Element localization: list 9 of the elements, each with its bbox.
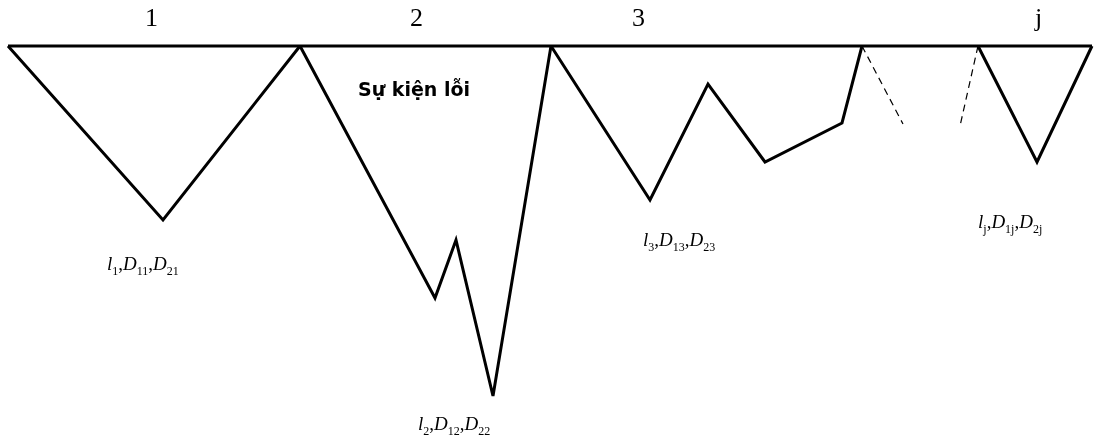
segment-number: 2 xyxy=(410,4,423,32)
segment-parameters: l$_{j}$,D$_{1j}$,D$_{2j}$ xyxy=(978,210,1043,238)
segment-parameters: l$_{2}$,D$_{12}$,D$_{22}$ xyxy=(418,412,491,440)
segment-number: 1 xyxy=(145,4,158,32)
segment-parameters: l$_{3}$,D$_{13}$,D$_{23}$ xyxy=(643,228,716,256)
segment-number: 3 xyxy=(632,4,645,32)
segment-parameters: l$_{1}$,D$_{11}$,D$_{21}$ xyxy=(107,252,179,280)
segment-number: j xyxy=(1035,4,1043,32)
fault-event-label: Sự kiện lỗi xyxy=(358,78,471,100)
